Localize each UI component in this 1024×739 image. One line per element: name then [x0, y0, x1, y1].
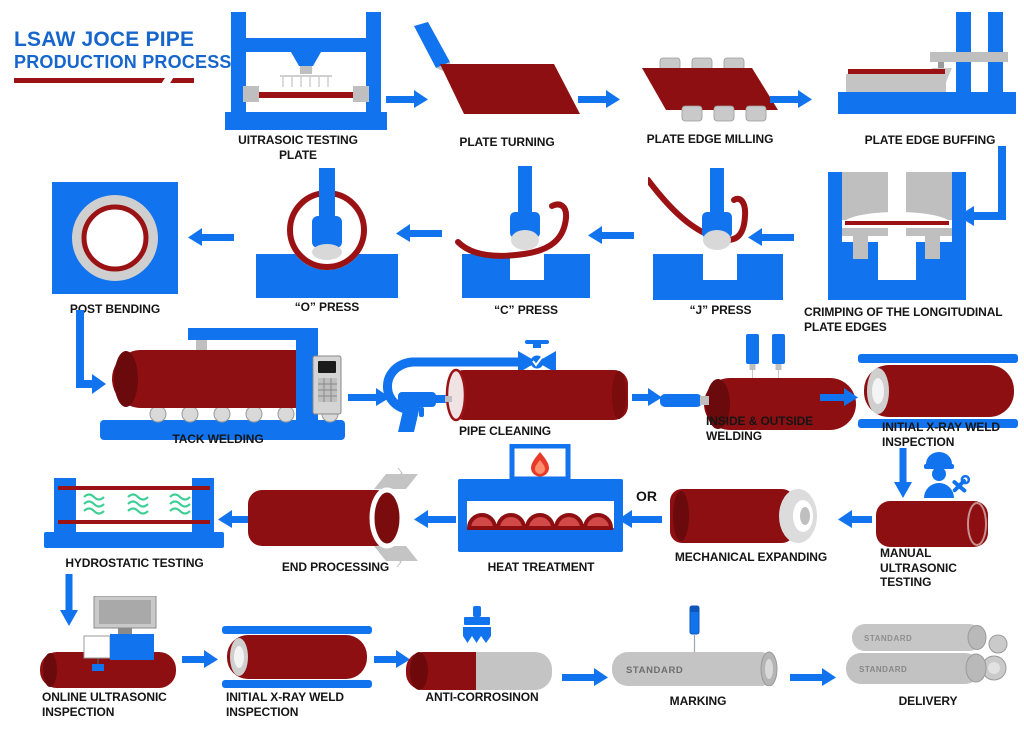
pipe-cross-section-icon	[52, 182, 178, 294]
arrow-right-icon	[182, 650, 218, 668]
xray-scanner-icon	[222, 626, 372, 688]
step-label-crimping: CRIMPING OF THE LONGITUDINAL PLATE EDGES	[804, 305, 1003, 334]
step-label-inside-outside-welding: INSIDE & OUTSIDE WELDING	[706, 414, 814, 443]
arrow-elbow-down-right-icon	[76, 310, 106, 394]
arrow-right-icon	[820, 388, 858, 406]
step-label-mechanical-expanding: MECHANICAL EXPANDING	[674, 550, 828, 564]
step-label-online-ultrasonic: ONLINE ULTRASONIC INSPECTION	[42, 690, 167, 719]
step-label-hydrostatic-testing: HYDROSTATIC TESTING	[65, 556, 204, 570]
inspector-worker-icon	[924, 452, 971, 498]
pipe-end-bevel-icon	[248, 467, 418, 568]
arrow-right-icon	[632, 388, 662, 406]
xray-scanner-icon	[858, 354, 1018, 428]
crimping-press-icon	[828, 172, 966, 300]
arrow-left-icon	[618, 510, 662, 528]
arrow-down-icon	[60, 574, 78, 626]
testing-press-frame-icon	[225, 12, 387, 130]
delivery-pipe-text-top: STANDARD	[864, 634, 912, 643]
furnace-icon	[458, 444, 623, 552]
tack-welding-machine-icon	[100, 328, 345, 440]
step-label-o-press: “O” PRESS	[294, 300, 360, 314]
arrow-right-icon	[790, 668, 836, 686]
paint-brush-pipe-icon	[406, 606, 552, 690]
step-label-initial-xray-1: INITIAL X-RAY WELD INSPECTION	[882, 420, 1000, 449]
arrow-left-icon	[748, 228, 794, 246]
step-label-j-press: “J” PRESS	[689, 303, 752, 317]
marking-pipe-text: STANDARD	[626, 665, 683, 676]
step-label-c-press: “C” PRESS	[494, 303, 558, 317]
step-label-post-bending: POST BENDING	[69, 302, 161, 316]
step-label-plate-edge-milling: PLATE EDGE MILLING	[646, 132, 774, 146]
title-underline	[14, 73, 194, 88]
arrow-right-icon	[562, 668, 608, 686]
c-forming-press-icon	[455, 166, 590, 298]
title-underline-slash	[161, 73, 174, 88]
arrow-right-icon	[374, 650, 410, 668]
buffing-machine-icon	[838, 12, 1016, 114]
arrow-down-icon	[894, 448, 912, 498]
steel-plate-with-probe-icon	[414, 22, 580, 114]
page-title-line1: LSAW JOCE PIPE	[14, 28, 195, 51]
step-label-anti-corrosion: ANTI-CORROSINON	[425, 690, 539, 704]
o-forming-press-icon	[256, 168, 398, 298]
step-label-manual-ultrasonic: MANUAL ULTRASONIC TESTING	[880, 546, 957, 590]
water-test-tank-icon	[44, 478, 224, 548]
spray-gun-and-pipe-icon	[383, 340, 628, 432]
welding-torches-icon	[660, 334, 856, 430]
arrow-right-icon	[386, 90, 428, 108]
arrow-right-icon	[770, 90, 812, 108]
delivery-pipe-text-bottom: STANDARD	[859, 665, 907, 674]
step-label-plate-turning: PLATE TURNING	[459, 135, 555, 149]
arrow-left-icon	[396, 224, 442, 242]
page-title-line2: PRODUCTION PROCESS	[14, 52, 232, 72]
plate-with-milling-heads-icon	[642, 57, 778, 122]
arrow-left-icon	[218, 510, 248, 528]
stacked-pipes-icon: STANDARD STANDARD	[846, 624, 1008, 684]
step-label-marking: MARKING	[669, 694, 727, 708]
arrow-left-icon	[588, 226, 634, 244]
arrow-right-icon	[578, 90, 620, 108]
step-label-tack-welding: TACK WELDING	[172, 432, 264, 446]
step-label-heat-treatment: HEAT TREATMENT	[487, 560, 595, 574]
j-forming-press-icon	[648, 168, 783, 300]
arrow-left-icon	[838, 510, 872, 528]
step-label-ultrasonic-testing-plate: UITRASOIC TESTING PLATE	[238, 133, 358, 162]
arrow-left-icon	[188, 228, 234, 246]
pipe-expander-icon	[670, 489, 817, 543]
or-connector-label: OR	[636, 488, 657, 504]
monitor-scanner-icon	[40, 596, 176, 688]
step-label-initial-xray-2: INITIAL X-RAY WELD INSPECTION	[226, 690, 344, 719]
step-label-pipe-cleaning: PIPE CLEANING	[458, 424, 552, 438]
step-label-delivery: DELIVERY	[898, 694, 958, 708]
marker-pen-pipe-icon: STANDARD	[612, 605, 778, 686]
manual-ultrasonic-pipe-icon	[876, 501, 988, 547]
arrow-elbow-down-left-icon	[958, 146, 1006, 226]
arrow-right-icon	[348, 388, 390, 406]
step-label-end-processing: END PROCESSING	[281, 560, 390, 574]
step-label-plate-edge-buffing: PLATE EDGE BUFFING	[864, 133, 996, 147]
arrow-left-icon	[414, 510, 456, 528]
